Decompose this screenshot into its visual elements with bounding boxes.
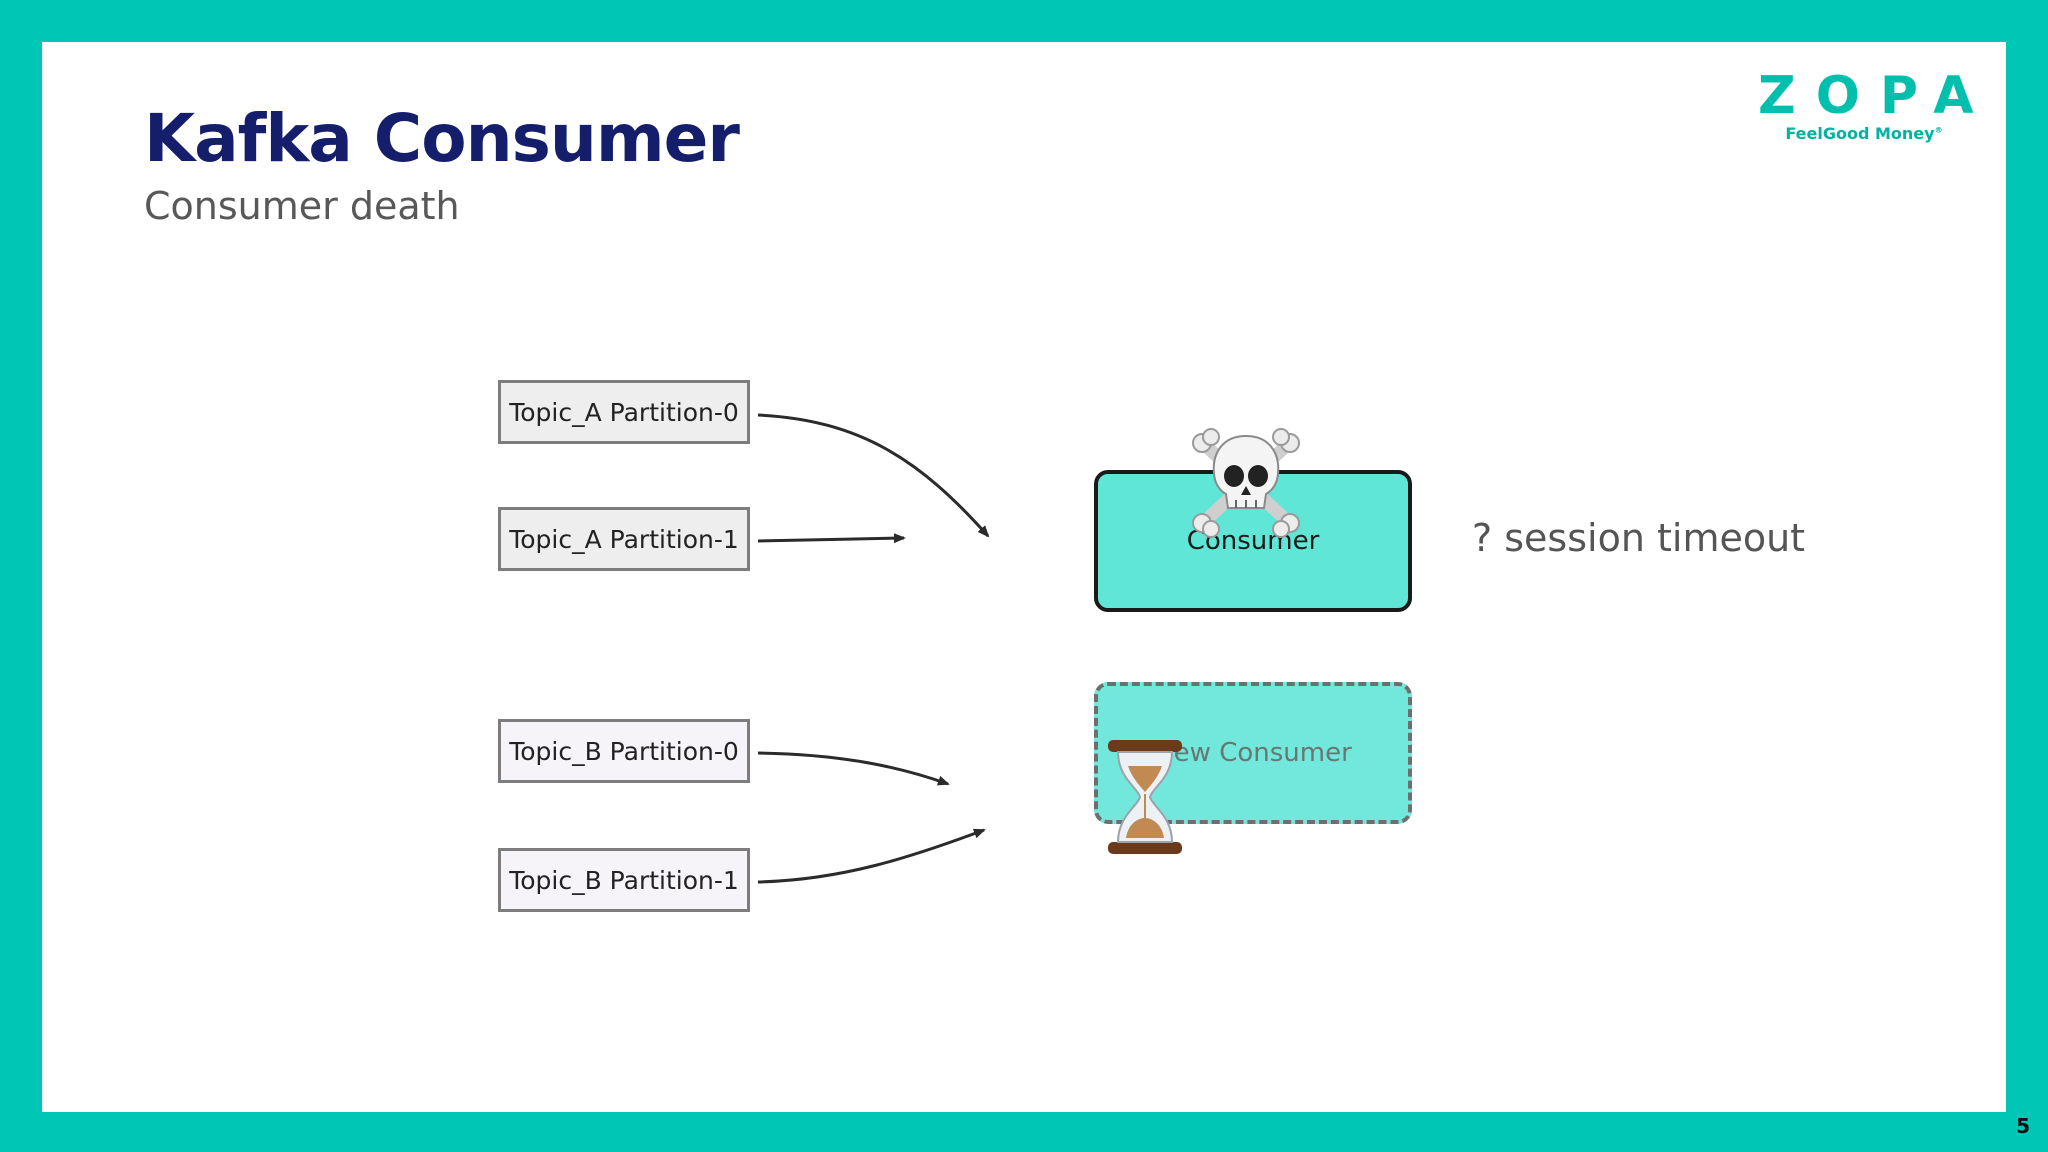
arrow-topic-b-partition-1 [757,828,986,884]
partition-topic-a-0: Topic_A Partition-0 [498,380,750,444]
slide-subtitle: Consumer death [144,184,460,228]
partition-topic-b-0: Topic_B Partition-0 [498,719,750,783]
arrow-topic-a-partition-0 [757,413,990,538]
logo-tagline: FeelGood Money® [1758,124,1970,143]
partition-topic-b-1: Topic_B Partition-1 [498,848,750,912]
session-timeout-note: ? session timeout [1472,516,1806,560]
logo-trademark: ® [1934,125,1943,135]
slide-title: Kafka Consumer [144,100,740,177]
zopa-logo: ZOPA FeelGood Money® [1758,70,1974,143]
arrows-layer [757,413,990,884]
hourglass-icon [1108,740,1182,854]
slide: Kafka Consumer Consumer death ZOPA FeelG… [42,42,2006,1112]
logo-tagline-text: FeelGood Money [1785,124,1935,143]
arrow-topic-a-partition-1 [757,533,906,544]
consumer-diagram: Topic_A Partition-0 Topic_A Partition-1 … [42,42,2006,1112]
arrow-topic-b-partition-0 [757,751,950,786]
page-number: 5 [2016,1114,2030,1138]
logo-wordmark: ZOPA [1758,66,1994,126]
skull-and-crossbones-icon [1192,428,1300,538]
partition-topic-a-1: Topic_A Partition-1 [498,507,750,571]
